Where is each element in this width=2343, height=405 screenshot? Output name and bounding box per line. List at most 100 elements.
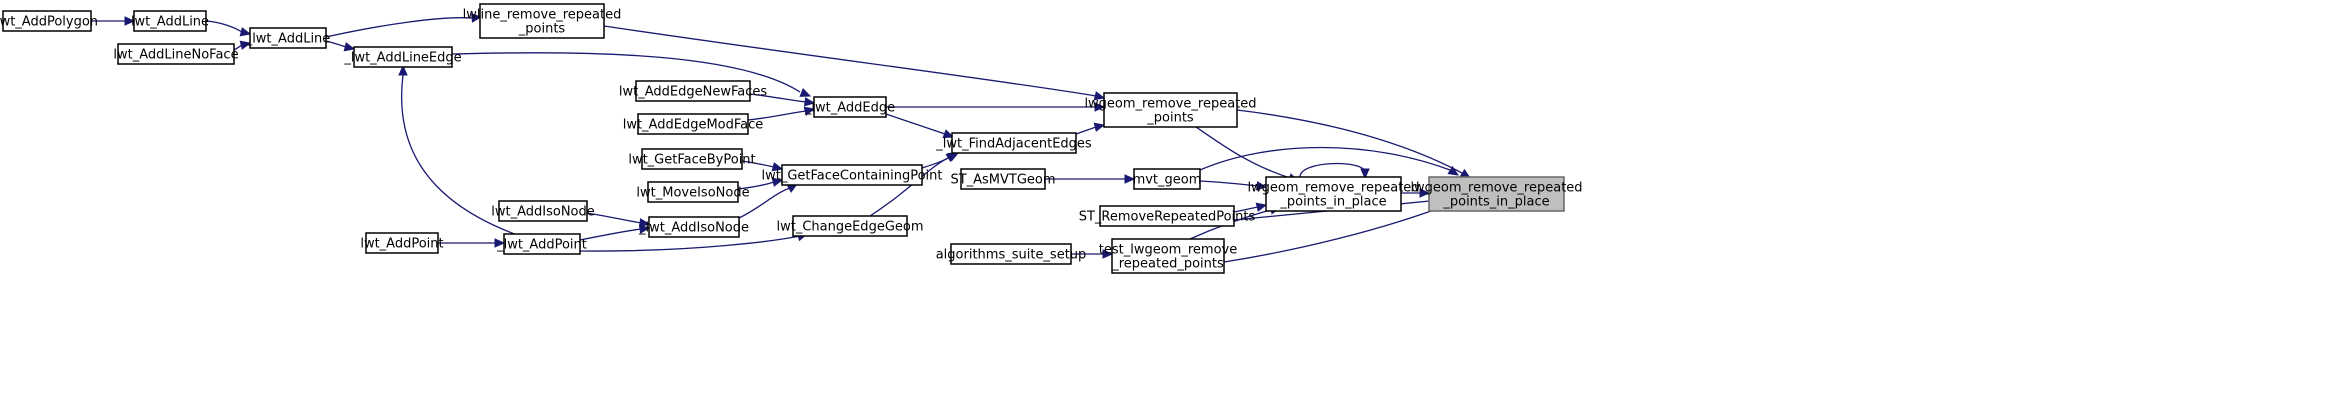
edge-lwt_AddEdgeNewFaces-to-_lwt_AddEdge bbox=[749, 93, 816, 107]
node-lwt-getfacecontainingpoint[interactable]: lwt_GetFaceContainingPoint bbox=[762, 164, 943, 186]
edge-line bbox=[205, 20, 243, 33]
edge-line bbox=[738, 187, 791, 219]
node-box bbox=[960, 168, 1046, 190]
node-box bbox=[648, 216, 740, 238]
edge-line bbox=[586, 212, 642, 224]
node-test-lwgeom-remove-repeated-points[interactable]: test_lwgeom_remove_repeated_points bbox=[1099, 238, 1237, 274]
edge-lwt_AddPolygon-to-lwt_AddLine bbox=[91, 16, 136, 26]
arrowhead-icon bbox=[1124, 174, 1136, 184]
arrowhead-icon bbox=[945, 152, 958, 163]
node-label: _repeated_points bbox=[1111, 257, 1224, 272]
node-box bbox=[249, 27, 327, 49]
node-mvt-geom[interactable]: mvt_geom bbox=[1133, 168, 1202, 190]
edge-_lwt_AddLine-to-_lwt_AddLineEdge bbox=[325, 40, 356, 52]
node-box bbox=[813, 96, 887, 118]
node-lwt-changeedgegeom[interactable]: lwt_ChangeEdgeGeom bbox=[776, 215, 924, 237]
edge-line bbox=[325, 17, 473, 38]
arrowhead-icon bbox=[239, 40, 252, 50]
edge-lwt_AddLine-to-_lwt_AddLine bbox=[205, 20, 252, 37]
node-box bbox=[353, 46, 453, 68]
arrowhead-icon bbox=[942, 129, 955, 139]
arrowhead-icon bbox=[343, 42, 356, 52]
edge-line bbox=[741, 160, 775, 168]
arrowhead-icon bbox=[638, 218, 651, 228]
node-label: lwt_AddLineNoFace bbox=[113, 48, 238, 63]
node-label: lwt_AddLine bbox=[131, 15, 209, 30]
node-st-asmvtgeom[interactable]: ST_AsMVTGeom bbox=[950, 168, 1056, 190]
node-box bbox=[133, 10, 207, 32]
arrowhead-icon bbox=[771, 177, 784, 187]
node-label: _points_in_place bbox=[1442, 195, 1549, 210]
node-lwt-addedgenewfaces[interactable]: lwt_AddEdgeNewFaces bbox=[619, 80, 767, 102]
node-label: lwt_MoveIsoNode bbox=[636, 186, 749, 201]
node--lwt-addline[interactable]: _lwt_AddLine bbox=[245, 27, 331, 49]
node-label: _points_in_place bbox=[1279, 195, 1386, 210]
node--lwt-addlineedge[interactable]: _lwt_AddLineEdge bbox=[343, 46, 462, 68]
node-box bbox=[1428, 176, 1565, 212]
edge-ST_RemoveRepeatedPoints-to-lwgeom_remove_repeated_points_in_place bbox=[1233, 202, 1268, 213]
node-box bbox=[365, 232, 439, 254]
arrowhead-icon bbox=[239, 27, 252, 37]
node-lwgeom-remove-repeated-points-in-place[interactable]: lwgeom_remove_repeated_points_in_place bbox=[1247, 176, 1420, 212]
node-label: _lwt_AddPoint bbox=[496, 238, 587, 253]
edge-lwt_AddIsoNode-to-_lwt_AddIsoNode bbox=[586, 212, 651, 228]
arrowhead-icon bbox=[771, 162, 784, 172]
node-st-removerepeatedpoints[interactable]: ST_RemoveRepeatedPoints bbox=[1079, 205, 1256, 227]
edge-mvt_geom-to-lwgeom_remove_repeated_points_in_place_root bbox=[1199, 146, 1460, 176]
node-box bbox=[1133, 168, 1201, 190]
node-box bbox=[635, 80, 751, 102]
node-lwgeom-remove-repeated-points[interactable]: lwgeom_remove_repeated_points bbox=[1084, 92, 1257, 128]
edge-lwt_MoveIsoNode-to-lwt_GetFaceContainingPoint bbox=[737, 177, 784, 190]
edge-_lwt_AddLine-to-lwline_remove_repeated_points bbox=[325, 13, 483, 38]
node--lwt-addpoint[interactable]: _lwt_AddPoint bbox=[496, 233, 587, 255]
node-lwt-addpoint[interactable]: lwt_AddPoint bbox=[360, 232, 444, 254]
edge-layer bbox=[91, 13, 1472, 263]
node-lwt-addisonode[interactable]: lwt_AddIsoNode bbox=[491, 200, 595, 222]
node--lwt-findadjacentedges[interactable]: _lwt_FindAdjacentEdges bbox=[935, 132, 1092, 154]
node-lwt-addpolygon[interactable]: lwt_AddPolygon bbox=[0, 10, 98, 32]
node-label: lwt_GetFaceContainingPoint bbox=[762, 169, 943, 184]
node-label: lwt_GetFaceByPoint bbox=[628, 153, 755, 168]
edge-line bbox=[749, 93, 807, 103]
node-box bbox=[1265, 176, 1402, 212]
node-box bbox=[1099, 205, 1235, 227]
edge-ST_AsMVTGeom-to-mvt_geom bbox=[1045, 174, 1136, 184]
node--lwt-addedge[interactable]: _lwt_AddEdge bbox=[804, 96, 895, 118]
edge-_lwt_AddPoint-to-_lwt_AddLineEdge bbox=[398, 64, 521, 237]
node-label: mvt_geom bbox=[1133, 173, 1202, 188]
node-box bbox=[637, 113, 749, 135]
arrowhead-icon bbox=[1255, 181, 1268, 191]
node-label: lwgeom_remove_repeated bbox=[1247, 181, 1419, 196]
edge-line bbox=[747, 110, 807, 121]
node-label: lwgeom_remove_repeated bbox=[1084, 97, 1256, 112]
node-lwt-addlinenoface[interactable]: lwt_AddLineNoFace bbox=[113, 43, 239, 65]
arrowhead-icon bbox=[1093, 91, 1106, 101]
node-lwline-remove-repeated-points[interactable]: lwline_remove_repeated_points bbox=[463, 3, 622, 39]
node-box bbox=[1111, 238, 1225, 274]
edge-line bbox=[1199, 146, 1451, 171]
edge-lwgeom_remove_repeated_points_in_place-to-lwgeom_remove_repeated_points_in_place bbox=[1299, 162, 1370, 180]
edge-line bbox=[885, 113, 946, 135]
node-label: lwt_AddPoint bbox=[360, 237, 443, 252]
node-box bbox=[2, 10, 92, 32]
node-label: lwt_AddEdgeModFace bbox=[623, 118, 764, 133]
node-lwt-addedgemodface[interactable]: lwt_AddEdgeModFace bbox=[623, 113, 764, 135]
node-algorithms-suite-setup[interactable]: algorithms_suite_setup bbox=[936, 243, 1087, 265]
node-lwt-getfacebypoint[interactable]: lwt_GetFaceByPoint bbox=[628, 148, 756, 170]
node-box bbox=[951, 132, 1077, 154]
arrowhead-icon bbox=[803, 106, 816, 116]
node-label: lwt_AddIsoNode bbox=[491, 205, 595, 220]
node-label: _lwt_AddLineEdge bbox=[343, 51, 461, 66]
edge-lwgeom_remove_repeated_points-to-lwgeom_remove_repeated_points_in_place bbox=[1195, 126, 1300, 183]
node-box bbox=[781, 164, 923, 186]
node-lwt-moveisonode[interactable]: lwt_MoveIsoNode bbox=[636, 181, 750, 203]
node-layer: lwt_AddPolygon lwt_AddLine lwt_AddLineNoFa… bbox=[0, 3, 1583, 274]
node-box bbox=[498, 200, 588, 222]
node-label: algorithms_suite_setup bbox=[936, 248, 1087, 263]
node-lwt-addline[interactable]: lwt_AddLine bbox=[131, 10, 209, 32]
arrowhead-icon bbox=[1255, 202, 1268, 212]
node-label: _lwt_FindAdjacentEdges bbox=[935, 137, 1092, 152]
edge-line bbox=[451, 52, 801, 93]
node--lwt-addisonode[interactable]: _lwt_AddIsoNode bbox=[638, 216, 749, 238]
